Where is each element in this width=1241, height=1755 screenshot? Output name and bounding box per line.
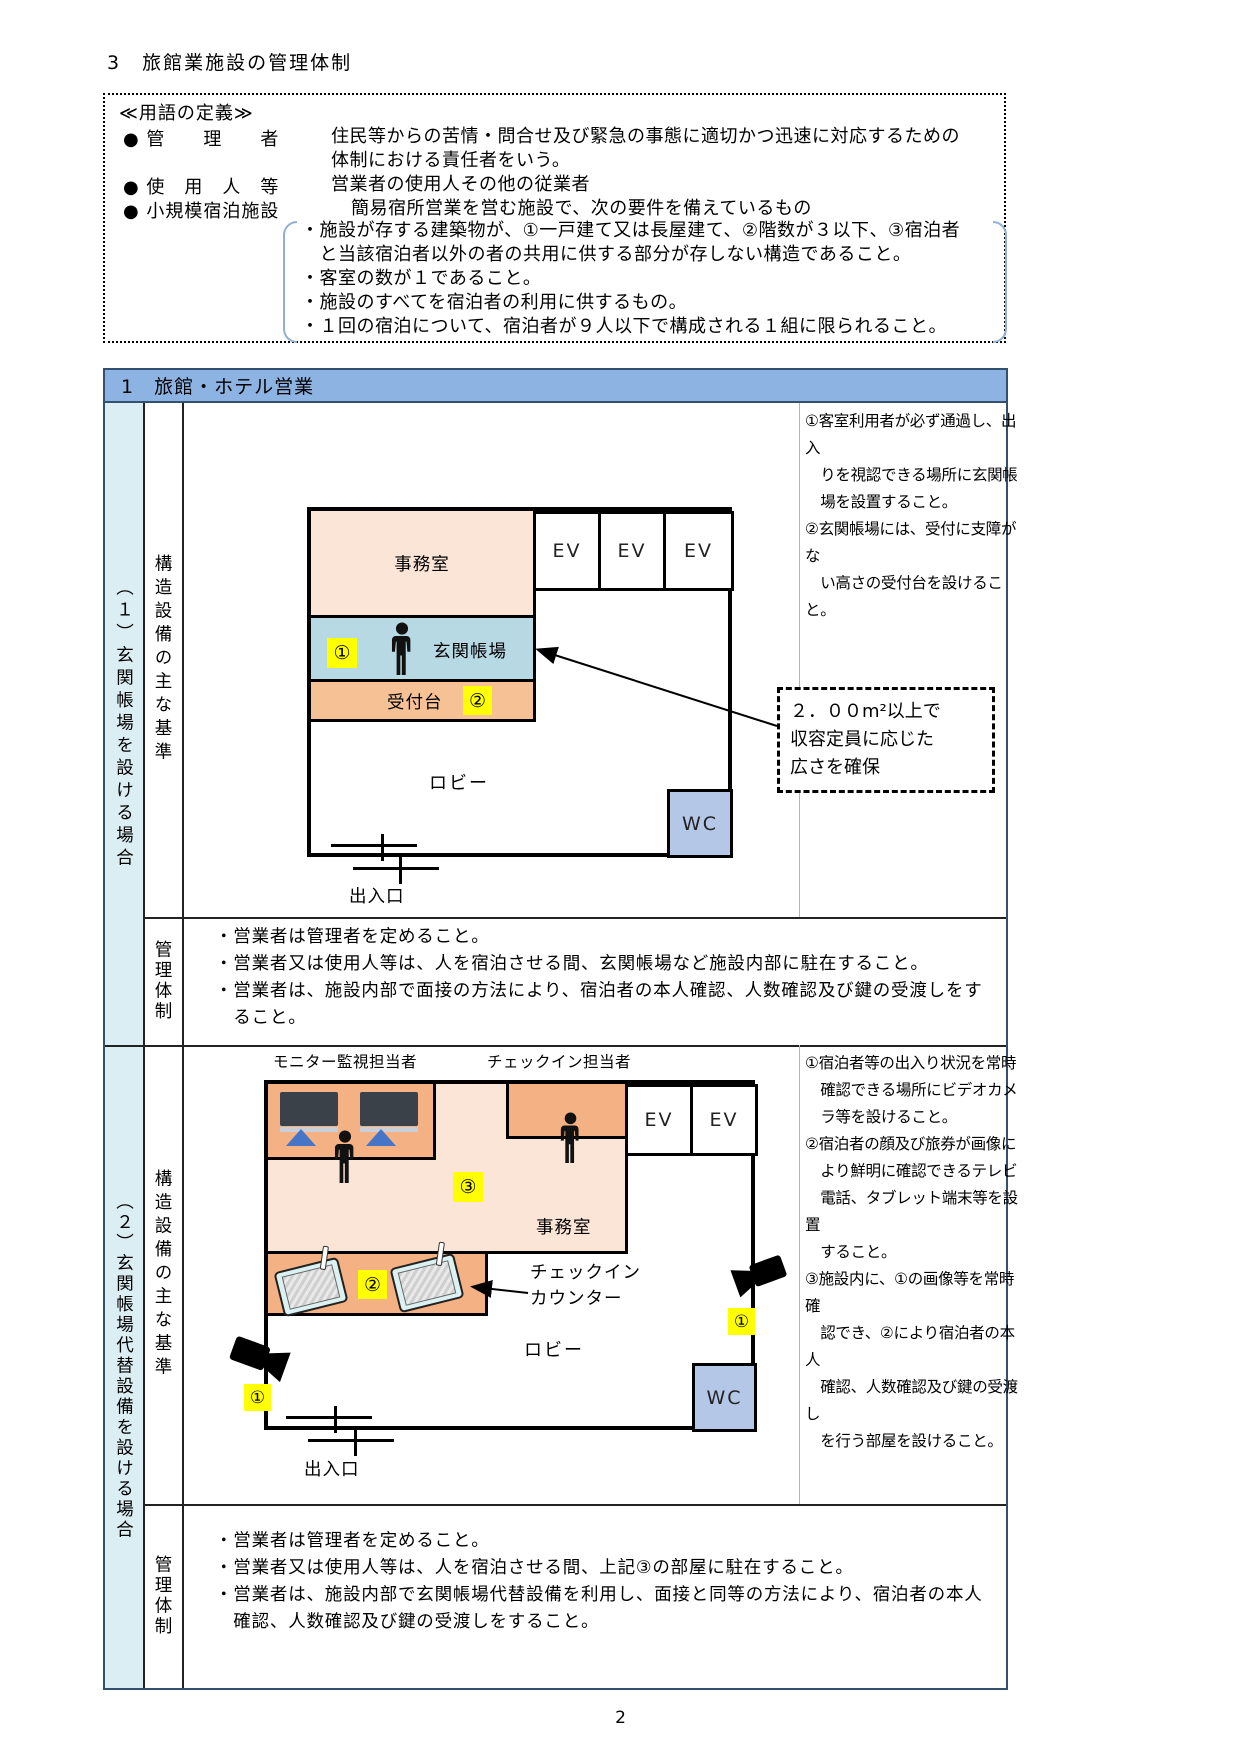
section1-row-label-text: （１）玄関帳場を設ける場合 [113,577,134,871]
section1-management-label-text: 管理体制 [152,940,172,1022]
person-icon [334,1130,354,1183]
section2-structure-label: 構造設備の主な基準 [143,1045,182,1504]
badge-2: ② [358,1270,387,1299]
term-manager: ● 管 理 者 [123,129,280,150]
front-desk-area: ① 玄関帳場 [311,618,536,682]
badge-2: ② [463,686,492,715]
page-number: 2 [615,1708,626,1728]
elevator-box: EV [598,511,666,591]
wc-room: WC [667,789,733,858]
elevator-box: EV [663,511,734,591]
person-icon [391,622,411,675]
entrance-door-symbol [354,1429,357,1456]
tablet-icon [273,1245,349,1318]
entrance-label: 出入口 [304,1460,360,1480]
section2-label-column-bg [105,1045,143,1688]
definitions-heading: ≪用語の定義≫ [119,103,254,124]
entrance-door-symbol [399,857,402,884]
elevator-box: EV [625,1084,693,1156]
notes-divider-line [799,403,800,917]
conditions-bracket-left [283,221,297,343]
section1-structure-notes: ①客室利用者が必ず通過し、出入 りを視認できる場所に玄関帳 場を設置すること。 … [805,412,1018,619]
entrance-door-symbol [331,844,417,847]
security-camera-icon [229,1336,291,1383]
elevator-label: EV [644,1109,674,1131]
conditions-list: ・施設が存する建築物が、①一戸建て又は長屋建て、②階数が３以下、③宿泊者 と当該… [301,220,961,337]
section2-row-label-text: （２）玄関帳場代替設備を設ける場合 [113,1192,134,1541]
definitions-box: ≪用語の定義≫ ● 管 理 者 住民等からの苦情・問合せ及び緊急の事態に適切かつ… [103,93,1007,343]
term-small-facility: ● 小規模宿泊施設 [123,201,280,222]
tablet-icon [389,1241,465,1314]
term-employee-definition: 営業者の使用人その他の従業者 [331,174,590,195]
entrance-door-symbol [353,867,439,870]
wc-label: WC [681,812,719,835]
section1-row-label: （１）玄関帳場を設ける場合 [105,403,143,1045]
section1-management-label: 管理体制 [143,917,182,1045]
elevator-label: EV [617,540,647,562]
badge-1: ① [728,1308,755,1335]
hotel-business-table: 1 旅館・ホテル営業 （１）玄関帳場を設ける場合 構造設備の主な基準 管理体制 … [103,368,1018,1690]
checkin-counter: ② [268,1241,488,1318]
reception-counter: 受付台 ② [311,682,536,722]
elevator-label: EV [683,540,713,562]
wc-room: WC [692,1363,757,1432]
table-header: 1 旅館・ホテル営業 [105,370,1006,403]
lobby-label: ロビー [524,1340,584,1361]
area-requirement-callout: ２．００m²以上で 収容定員に応じた 広さを確保 [777,687,995,793]
section2-structure-label-text: 構造設備の主な基準 [152,1168,172,1381]
section1-label-column-bg [105,403,143,1045]
office-room-label: 事務室 [394,554,450,575]
wc-label: WC [706,1386,743,1409]
term-employee: ● 使 用 人 等 [123,177,280,198]
elevator-box: EV [533,511,601,591]
monitor-icon [280,1092,340,1146]
section2-management-notes: ・営業者は管理者を定めること。 ・営業者又は使用人等は、人を宿泊させる間、上記③… [215,1531,983,1632]
floor-plan-1: 事務室 EV EV EV ① 玄関帳場 受付台 ② [307,507,734,907]
front-desk-label: 玄関帳場 [433,642,507,662]
badge-1: ① [244,1384,271,1411]
conditions-bracket-right [993,221,1007,343]
lobby-label: ロビー [429,773,489,794]
checkin-counter-label: チェックイン カウンター [530,1263,641,1309]
section2-management-label: 管理体制 [143,1504,182,1688]
monitor-icon [360,1092,420,1146]
section1-management-notes: ・営業者は管理者を定めること。 ・営業者又は使用人等は、人を宿泊させる間、玄関帳… [215,927,983,1028]
page-title: 3 旅館業施設の管理体制 [107,52,353,74]
section1-structure-label-text: 構造設備の主な基準 [152,554,172,766]
entrance-door-symbol [286,1416,372,1419]
callout-arrow [535,646,778,727]
office-room: 事務室 [311,511,536,618]
section2-structure-notes: ①宿泊者等の出入り状況を常時 確認できる場所にビデオカメ ラ等を設けること。 ②… [805,1054,1018,1450]
term-small-facility-definition: 簡易宿所営業を営む施設で、次の要件を備えているもの [351,198,812,219]
office-room-label: 事務室 [536,1218,592,1238]
entrance-door-symbol [381,834,384,861]
badge-3: ③ [453,1172,483,1202]
monitor-staff-label: モニター監視担当者 [273,1053,418,1071]
floor-plan-2: 事務室 EV [229,1080,787,1480]
entrance-label: 出入口 [349,887,405,907]
checkin-staff-label: チェックイン担当者 [487,1053,632,1071]
entrance-door-symbol [308,1439,394,1442]
elevator-label: EV [709,1109,739,1131]
entrance-door-symbol [334,1406,337,1433]
elevator-box: EV [690,1084,758,1156]
elevator-label: EV [552,540,582,562]
section2-row-label: （２）玄関帳場代替設備を設ける場合 [105,1045,143,1688]
person-icon [560,1112,579,1163]
security-camera-icon [730,1255,787,1298]
grid-line [105,1045,1006,1047]
section1-structure-label: 構造設備の主な基準 [143,403,182,917]
grid-line [143,917,1006,919]
reception-counter-label: 受付台 [387,693,443,713]
notes-divider-line [799,1045,800,1504]
section2-management-label-text: 管理体制 [152,1555,172,1637]
term-manager-definition: 住民等からの苦情・問合せ及び緊急の事態に適切かつ迅速に対応するための 体制におけ… [331,126,960,171]
counter-arrow [470,1280,529,1298]
badge-1: ① [327,638,357,668]
grid-line [143,1504,1006,1506]
